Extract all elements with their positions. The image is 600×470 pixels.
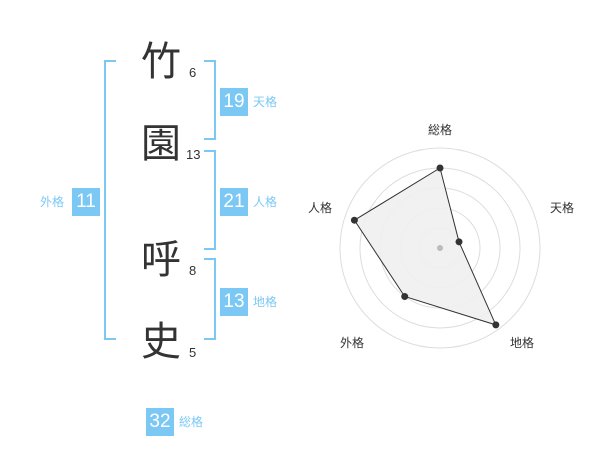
tenkaku-bracket — [204, 60, 216, 140]
radar-center — [437, 245, 443, 251]
radar-label-chikaku: 地格 — [510, 335, 534, 350]
radar-ring — [339, 147, 541, 349]
soukaku-value: 32 — [146, 408, 174, 436]
name-char-1: 竹 — [141, 39, 181, 85]
gaikaku-bracket — [104, 60, 116, 340]
radar-label-soukaku: 総格 — [428, 122, 452, 137]
radar-point — [350, 216, 358, 224]
radar-label-tenkaku: 天格 — [550, 200, 574, 215]
stroke-count-2: 13 — [186, 147, 201, 162]
jinkaku-label: 人格 — [253, 195, 278, 209]
stroke-count-3: 8 — [189, 263, 197, 278]
jinkaku-value: 21 — [220, 188, 248, 216]
fortune-radar-chart: 総格 天格 地格 外格 人格 — [308, 122, 574, 350]
radar-point — [455, 238, 463, 246]
tenkaku-label: 天格 — [253, 95, 278, 109]
radar-label-gaikaku: 外格 — [340, 335, 364, 350]
radar-point — [401, 293, 409, 301]
radar-area — [353, 167, 497, 326]
radar-point — [492, 321, 500, 329]
gaikaku-label: 外格 — [40, 195, 65, 209]
jinkaku-bracket — [204, 150, 216, 250]
tenkaku-value: 19 — [220, 88, 248, 116]
radar-point — [436, 164, 444, 172]
name-char-4: 史 — [141, 319, 181, 365]
gaikaku-value: 11 — [72, 188, 100, 216]
name-char-2: 園 — [141, 121, 181, 167]
radar-label-jinkaku: 人格 — [308, 200, 332, 215]
soukaku-label: 総格 — [179, 415, 204, 429]
chikaku-bracket — [204, 258, 216, 340]
stroke-count-4: 5 — [189, 345, 197, 360]
chikaku-label: 地格 — [253, 295, 278, 309]
name-char-3: 呼 — [141, 237, 181, 283]
stroke-count-1: 6 — [189, 65, 197, 80]
chikaku-value: 13 — [220, 288, 248, 316]
